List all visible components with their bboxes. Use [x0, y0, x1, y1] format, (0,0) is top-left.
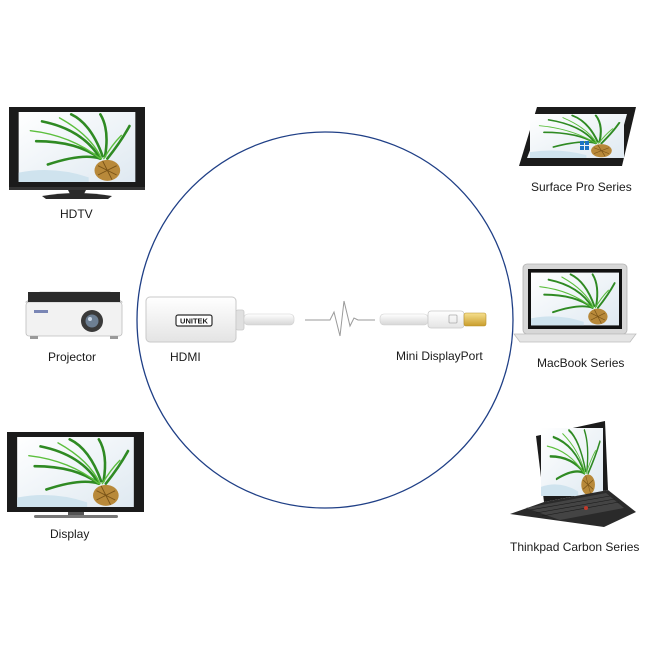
mini-displayport-label: Mini DisplayPort: [396, 349, 483, 363]
cable-left: [243, 313, 295, 326]
cable-right: [379, 313, 429, 326]
hdmi-label: HDMI: [170, 350, 201, 364]
mini-displayport-connector: [427, 310, 487, 329]
central-circle: [136, 131, 514, 509]
hdmi-adapter: UNITEK: [145, 296, 245, 343]
display-label: Display: [50, 527, 90, 541]
surface-pro-device: [519, 107, 636, 166]
hdtv-label: HDTV: [60, 207, 93, 221]
macbook-device: [513, 263, 637, 343]
hdtv-device: [9, 107, 145, 199]
surface-pro-label: Surface Pro Series: [531, 180, 632, 194]
macbook-label: MacBook Series: [537, 356, 625, 370]
projector-label: Projector: [48, 350, 97, 364]
projector-device: [24, 291, 124, 339]
thinkpad-device: [510, 421, 636, 527]
adapter-brand-logo: UNITEK: [180, 317, 209, 326]
display-device: [7, 432, 144, 518]
signal-wave: [305, 300, 375, 337]
thinkpad-label: Thinkpad Carbon Series: [510, 540, 640, 554]
